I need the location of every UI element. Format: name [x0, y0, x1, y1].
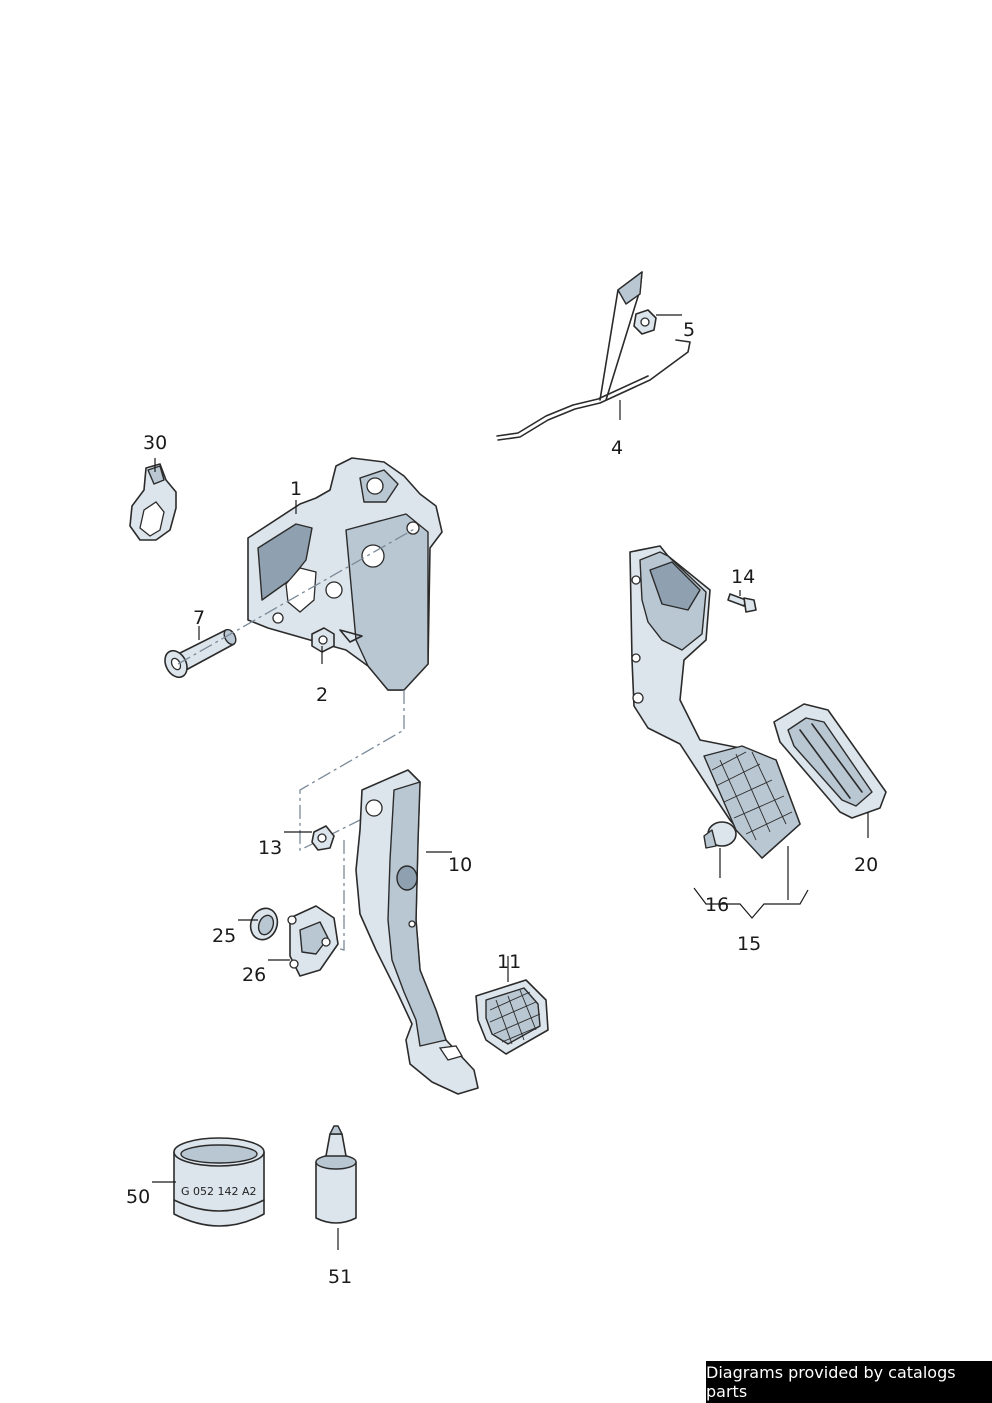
part-2-nut[interactable] [311, 627, 335, 653]
callout-20: 20 [854, 854, 879, 876]
callout-2: 2 [316, 684, 329, 706]
callout-51: 51 [328, 1266, 353, 1288]
part-26-retainer[interactable] [287, 905, 339, 977]
callout-25: 25 [212, 925, 237, 947]
callout-10: 10 [448, 854, 473, 876]
part-25-cap[interactable] [246, 905, 281, 944]
part-10-pedal-lever[interactable] [355, 769, 479, 1095]
part-30-clip[interactable] [129, 463, 177, 541]
part-7-pivot-pin[interactable] [161, 628, 239, 681]
callout-4: 4 [611, 437, 624, 459]
callout-15: 15 [737, 933, 762, 955]
callout-14: 14 [731, 566, 756, 588]
part-16-stop-buffer[interactable] [703, 821, 737, 849]
assembly-axis-lines [177, 527, 417, 951]
callout-1: 1 [290, 478, 303, 500]
callout-16: 16 [705, 894, 730, 916]
part-20-pad-cover[interactable] [773, 703, 887, 819]
part-5-nut[interactable] [633, 309, 657, 335]
callout-11: 11 [497, 951, 522, 973]
callout-5: 5 [683, 319, 696, 341]
callout-13: 13 [258, 837, 283, 859]
part-11-pedal-pad[interactable] [475, 979, 549, 1055]
callout-leader-lines [152, 314, 869, 1250]
footer-credit-banner: Diagrams provided by catalogs parts [706, 1361, 992, 1403]
part-50-sleeve[interactable] [173, 1137, 265, 1227]
callout-26: 26 [242, 964, 267, 986]
part-13-bushing[interactable] [311, 825, 335, 851]
part-1-pedal-bracket[interactable] [247, 457, 443, 691]
sleeve-marking-text: G 052 142 A2 [181, 1185, 257, 1198]
part-14-screw[interactable] [727, 593, 757, 613]
callout-30: 30 [143, 432, 168, 454]
part-4-wire-bracket[interactable] [496, 271, 691, 441]
part-51-lubricant-tube[interactable] [315, 1125, 357, 1224]
callout-50: 50 [126, 1186, 151, 1208]
part-15-accelerator-module[interactable] [629, 545, 801, 859]
footer-credit-text: Diagrams provided by catalogs parts [706, 1363, 956, 1401]
callout-7: 7 [193, 607, 206, 629]
